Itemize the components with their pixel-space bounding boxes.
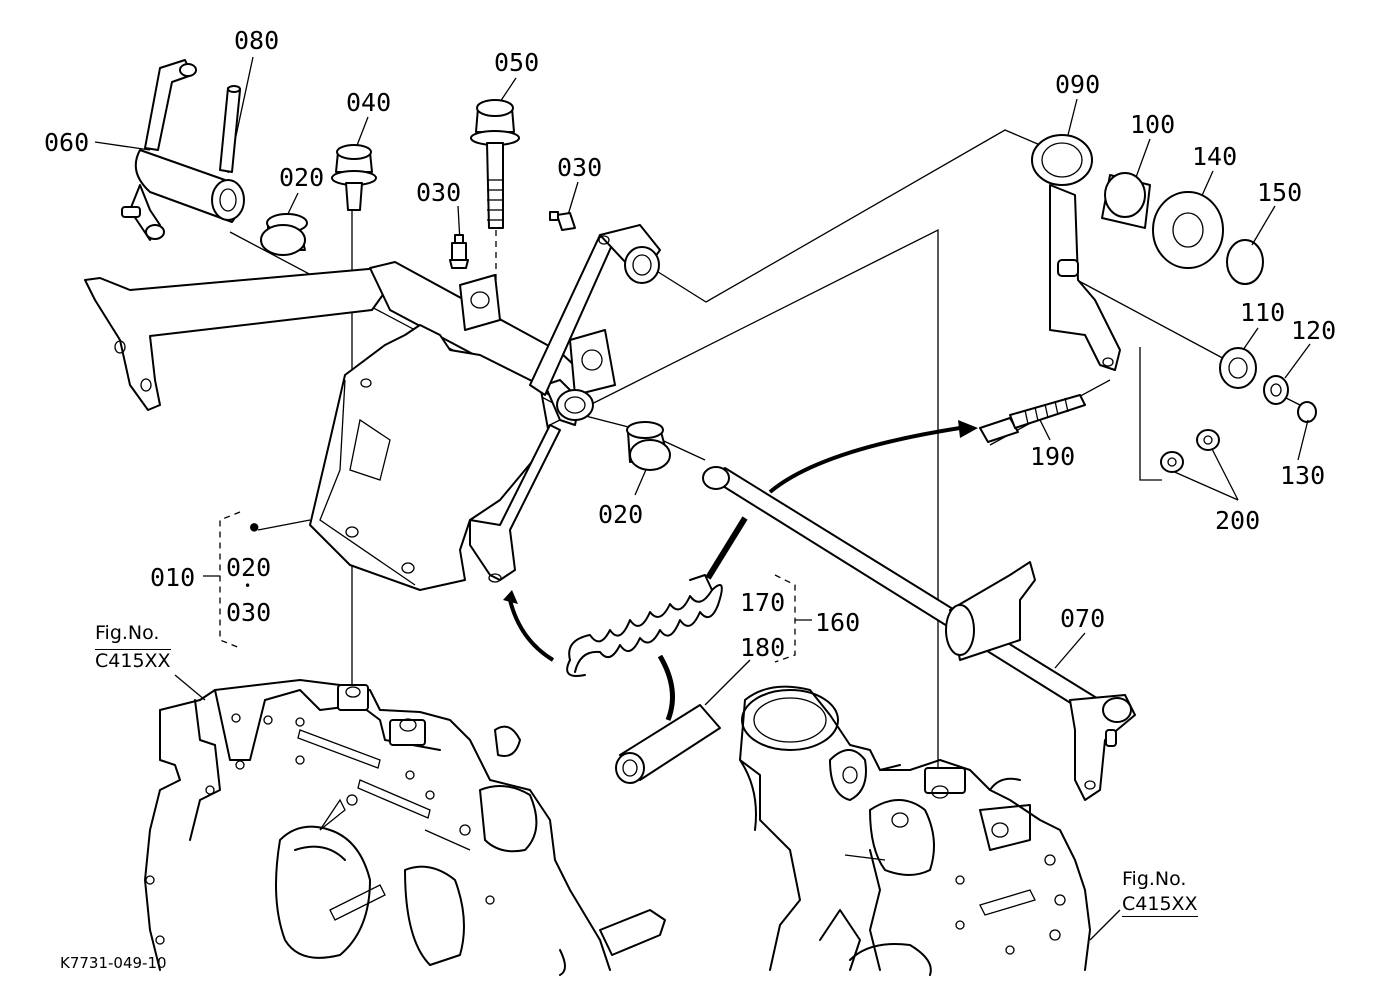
bracket-010 (84, 224, 661, 591)
circlip-130 (1297, 401, 1317, 423)
set-marker-dot: ● (250, 519, 259, 535)
callout-050: 050 (494, 48, 540, 77)
callout-120: 120 (1291, 316, 1337, 345)
callout-100: 100 (1130, 110, 1176, 139)
set-dot: • (244, 579, 252, 593)
drawing-code: K7731-049-10 (60, 954, 167, 972)
set-brackets (203, 511, 812, 663)
callout-160: 160 (815, 608, 861, 637)
snap-ring-150 (1226, 239, 1264, 285)
nuts-200 (1160, 429, 1220, 473)
assembly-arrows (503, 420, 978, 721)
callout-200: 200 (1215, 506, 1261, 535)
shaft-070 (702, 466, 1136, 801)
callout-150: 150 (1257, 178, 1303, 207)
housing-right (739, 685, 1091, 976)
lever-060 (121, 59, 245, 241)
callout-020-top: 020 (279, 163, 325, 192)
callout-130: 130 (1280, 461, 1326, 490)
fig-ref-left-line1: Fig.No. (95, 622, 160, 644)
callout-170: 170 (740, 588, 786, 617)
callout-110: 110 (1240, 298, 1286, 327)
rod-190 (979, 394, 1086, 443)
collar-180 (615, 704, 721, 784)
callout-090: 090 (1055, 70, 1101, 99)
callout-020-lower: 020 (598, 500, 644, 529)
callout-030-right: 030 (557, 153, 603, 182)
bolt-040 (331, 144, 377, 211)
fig-ref-left: Fig.No. C415XX (95, 624, 171, 671)
arm-090 (1031, 134, 1121, 371)
callout-020-set: 020 (226, 553, 272, 582)
fig-ref-right: Fig.No. C415XX (1122, 870, 1198, 917)
bearing-110 (1219, 347, 1257, 389)
housing-left (144, 679, 666, 976)
washer-120 (1263, 375, 1289, 405)
fig-ref-left-line2: C415XX (95, 649, 171, 672)
callout-080: 080 (234, 26, 280, 55)
bushing-020-top (260, 213, 308, 256)
pin-080 (219, 85, 241, 173)
bushing-020-lower (626, 421, 671, 471)
callout-040: 040 (346, 88, 392, 117)
callout-060: 060 (44, 128, 90, 157)
spring-170 (566, 574, 723, 677)
fig-ref-right-line2: C415XX (1122, 893, 1198, 917)
callout-010: 010 (150, 563, 196, 592)
callout-190: 190 (1030, 442, 1076, 471)
fig-ref-right-line1: Fig.No. (1122, 868, 1187, 890)
callout-070: 070 (1060, 604, 1106, 633)
grease-fitting-030 (449, 211, 576, 269)
callout-180: 180 (740, 633, 786, 662)
callout-030-left: 030 (416, 178, 462, 207)
callout-030-set: 030 (226, 598, 272, 627)
bushing-100 (1101, 172, 1151, 229)
bolt-050 (470, 99, 520, 229)
washer-140 (1152, 191, 1224, 269)
callout-140: 140 (1192, 142, 1238, 171)
